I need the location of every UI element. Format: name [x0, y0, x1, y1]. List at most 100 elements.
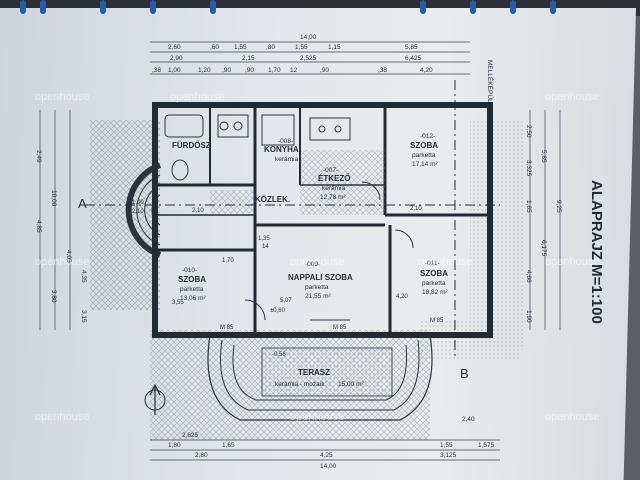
wall-dimensions: 1,00 2,10 2,10 2,10 3,55 5,07 4,20 M 85 … — [132, 200, 444, 358]
dim-label: 1,80 — [168, 442, 181, 449]
dim-label: 2,10 — [192, 208, 204, 214]
watermark: openhouse — [290, 411, 344, 423]
room-floor: parketta — [180, 286, 204, 293]
dim-label: M 85 — [430, 318, 444, 324]
room-name: SZOBA — [420, 269, 448, 278]
terrace-steps — [207, 334, 433, 421]
dim-label: 1,575 — [478, 442, 495, 449]
dim-label: 1,65 — [525, 200, 532, 213]
dim-label: 3,55 — [172, 300, 184, 306]
room-name: KONYHA — [264, 145, 299, 154]
bottom-dimensions: 2,625 2,40 1,80 1,65 1,55 1,575 2,80 4,2… — [168, 416, 495, 470]
right-dimensions: 2,50 3,325 1,65 5,85 9,25 6,175 4,66 1,9… — [525, 125, 562, 323]
dim-label: 1,90 — [525, 310, 532, 323]
dim-label: 4,35 — [80, 270, 87, 283]
dim-label: 2,90 — [170, 55, 183, 62]
dim-label: 6,425 — [405, 55, 422, 62]
room-szoba-w: -010- SZOBA parketta 13,06 m² — [178, 267, 206, 302]
dim-label: M 85 — [333, 325, 347, 331]
room-area: 13,06 m² — [180, 295, 206, 302]
dim-label: 5,07 — [280, 298, 292, 304]
room-number: -009- — [305, 261, 320, 268]
side-building-label: MELLÉKÉPÜLET — [486, 60, 495, 111]
left-dimensions: 2,49 10,00 4,05 4,35 3,15 4,85 3,80 — [35, 150, 87, 323]
dim-label: ,38 — [378, 67, 387, 74]
dim-label: 2,15 — [242, 55, 255, 62]
watermark: openhouse — [545, 256, 599, 268]
room-area: 15,00 m² — [338, 381, 364, 388]
bathroom-fixtures — [164, 114, 351, 181]
dim-label: 10,00 — [50, 190, 57, 207]
watermark: openhouse — [35, 91, 89, 103]
dim-label: 1,20 — [198, 67, 211, 74]
binding-rings — [20, 0, 556, 14]
dim-label: 5,85 — [405, 44, 418, 51]
dim-label: 1,55 — [234, 44, 247, 51]
dim-label: ,38 — [152, 67, 161, 74]
room-number: -008- — [278, 138, 293, 145]
room-name: TERASZ — [298, 368, 330, 377]
dim-label: 2,10 — [410, 206, 422, 212]
watermark: openhouse — [545, 411, 599, 423]
room-name: SZOBA — [410, 141, 438, 150]
dim-label: 1,35 — [258, 236, 270, 242]
watermark: openhouse — [290, 256, 344, 268]
section-lines — [85, 80, 500, 360]
dim-label: ,80 — [266, 44, 275, 51]
dim-label: 2,40 — [462, 416, 475, 423]
watermark: openhouse — [35, 256, 89, 268]
dim-label: 1,15 — [328, 44, 341, 51]
dim-label: 4,85 — [35, 220, 42, 233]
room-name: FÜRDŐSZ — [172, 141, 211, 150]
room-nappali: -009- NAPPALI SZOBA parketta 21,55 m² — [288, 261, 353, 300]
dim-label: 2,625 — [182, 432, 199, 439]
dim-label: 2,80 — [195, 452, 208, 459]
section-marker-b: B — [460, 366, 469, 381]
room-floor: parketta — [422, 280, 446, 287]
dim-label: -0,58 — [272, 352, 286, 358]
dim-label: 2,525 — [300, 55, 317, 62]
dim-label: 3,80 — [50, 290, 57, 303]
north-arrow-icon — [144, 383, 166, 415]
dim-label: 1,00 — [132, 200, 144, 206]
room-etkezo: -007- ÉTKEZŐ kerámia 12,78 m² — [318, 167, 350, 201]
dim-label: ,90 — [320, 67, 329, 74]
room-name: KÖZLEK. — [255, 195, 290, 204]
dim-label: M 85 — [220, 325, 234, 331]
dim-label: 12 — [290, 67, 298, 74]
dim-label: 4,05 — [65, 250, 72, 263]
dim-label: 1,55 — [295, 44, 308, 51]
room-name: ÉTKEZŐ — [318, 174, 350, 183]
room-number: -010- — [182, 267, 197, 274]
dim-label: 6,175 — [540, 240, 547, 257]
room-floor: parketta — [305, 284, 329, 291]
room-konyha: -008- KONYHA kerámia — [264, 138, 299, 163]
room-floor: kerámia — [322, 185, 346, 192]
section-marker-a: A — [78, 196, 87, 211]
dim-label: 1,65 — [222, 442, 235, 449]
room-area: 21,55 m² — [305, 293, 331, 300]
dim-label: 4,66 — [525, 270, 532, 283]
dim-label: 2,50 — [525, 125, 532, 138]
tile-floor — [210, 150, 385, 215]
doors — [244, 181, 414, 321]
room-szoba-e: -011- SZOBA parketta 18,82 m² — [420, 260, 448, 296]
dim-label: 3,15 — [80, 310, 87, 323]
dim-label: 3,125 — [440, 452, 457, 459]
dim-label: 4,20 — [420, 67, 433, 74]
watermark: openhouse — [35, 411, 89, 423]
dim-label: 4,20 — [396, 294, 408, 300]
dim-label: 2,49 — [35, 150, 42, 163]
room-number: -011- — [425, 260, 440, 267]
room-area: 18,82 m² — [422, 289, 448, 296]
dim-label: 5,85 — [540, 150, 547, 163]
plan-title: ALAPRAJZ M=1:100 — [588, 180, 605, 324]
dim-label: 1,70 — [268, 67, 281, 74]
dim-label: 2,10 — [132, 209, 144, 215]
dim-label: 2,60 — [168, 44, 181, 51]
watermarks: openhouse openhouse openhouse openhouse … — [35, 91, 599, 423]
room-kozlek: KÖZLEK. — [255, 195, 290, 204]
watermark: openhouse — [418, 256, 472, 268]
